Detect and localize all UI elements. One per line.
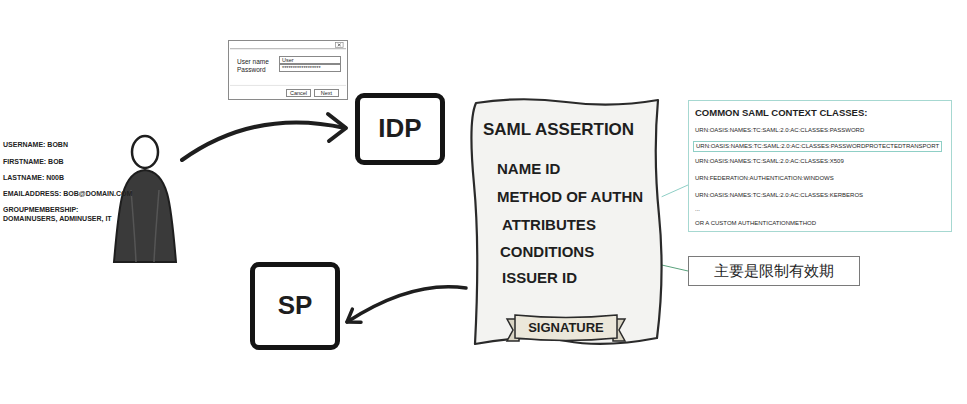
user-attribute: EMAILADDRESS: BOB@DOMAIN.COM bbox=[3, 190, 132, 199]
field-label: User name bbox=[237, 58, 269, 65]
saml-assertion-scroll: SAML ASSERTION NAME ID METHOD OF AUTHN ATTR… bbox=[470, 95, 662, 350]
context-class: ... bbox=[695, 206, 700, 213]
input-field: User bbox=[279, 56, 341, 64]
login-arrow bbox=[182, 122, 345, 160]
context-class: URN:OASIS:NAMES:TC:SAML:2.0:AC:CLASSES:K… bbox=[695, 192, 863, 199]
arrowhead bbox=[347, 309, 361, 322]
context-class: OR A CUSTOM AUTHENTICATIONMETHOD bbox=[695, 220, 816, 227]
callout-box: 主要是限制有效期 bbox=[688, 256, 860, 286]
ribbon-band bbox=[515, 315, 617, 341]
button-bar bbox=[230, 85, 346, 86]
paper-scroll bbox=[471, 99, 661, 344]
user-attribute: GROUPMEMBERSHIP: DOMAINUSERS, ADMINUSER,… bbox=[3, 206, 119, 224]
context-class: URN:OASIS:NAMES:TC:SAML:2.0:AC:CLASSES:X… bbox=[695, 158, 844, 165]
assertion-field: METHOD OF AUTHN bbox=[497, 188, 643, 205]
user-attribute: USERNAME: BOBN bbox=[3, 141, 68, 150]
context-class: URN:OASIS:NAMES:TC:SAML:2.0:AC:CLASSES:P… bbox=[695, 127, 864, 134]
idp-box: IDP bbox=[355, 93, 445, 165]
field-label: Password bbox=[237, 66, 266, 73]
callout-text: 主要是限制有效期 bbox=[714, 262, 834, 279]
context-classes-box: COMMON SAML CONTEXT CLASSES: URN:OASIS:NA… bbox=[688, 100, 952, 232]
context-class: URN:FEDERATION:AUTHENTICATION:WINDOWS bbox=[695, 175, 834, 182]
assertion-field: NAME ID bbox=[497, 160, 560, 177]
node-label: SP bbox=[278, 291, 313, 321]
box-heading: COMMON SAML CONTEXT CLASSES: bbox=[695, 108, 867, 119]
connector-line bbox=[347, 287, 466, 322]
connector bbox=[347, 287, 466, 323]
close-cross bbox=[338, 44, 341, 46]
login-dialog: User namePassword User****************** C… bbox=[228, 40, 348, 100]
assertion-title: SAML ASSERTION bbox=[483, 120, 634, 140]
context-class: URN:OASIS:NAMES:TC:SAML:2.0:AC:CLASSES:P… bbox=[693, 141, 942, 152]
close-button bbox=[335, 42, 343, 47]
assertion-field: CONDITIONS bbox=[500, 243, 594, 260]
person-head bbox=[132, 136, 158, 168]
connector bbox=[662, 185, 688, 197]
dialog-button: Cancel bbox=[286, 89, 311, 97]
dialog-button: Next bbox=[314, 89, 339, 97]
node-label: IDP bbox=[378, 114, 421, 144]
signature-ribbon: SIGNATURE bbox=[505, 313, 627, 343]
login-arrowhead bbox=[328, 114, 346, 141]
cloak-fold bbox=[131, 190, 159, 262]
connector-line bbox=[662, 185, 688, 197]
input-field: ****************** bbox=[279, 64, 341, 72]
node-label: SIGNATURE bbox=[528, 321, 604, 336]
user-attribute: LASTNAME: N00B bbox=[3, 174, 64, 183]
user-attribute: FIRSTNAME: BOB bbox=[3, 158, 64, 167]
person-body bbox=[114, 170, 176, 262]
assertion-field: ISSUER ID bbox=[502, 269, 577, 286]
sp-box: SP bbox=[250, 262, 340, 350]
assertion-field: ATTRIBUTES bbox=[502, 216, 596, 233]
title-bar bbox=[230, 48, 346, 49]
